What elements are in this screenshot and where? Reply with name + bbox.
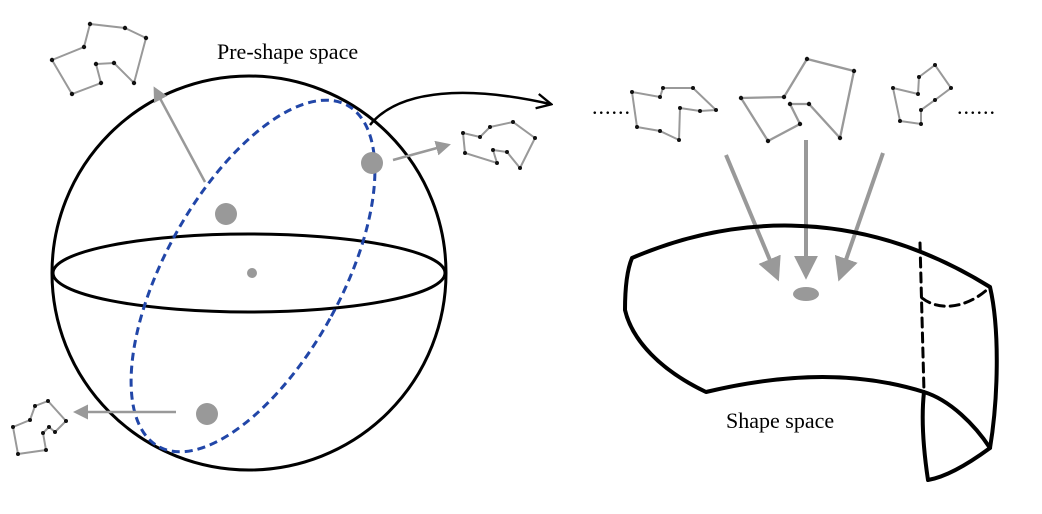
config-shape-row-2: [738, 56, 857, 144]
sphere-equator: [51, 232, 447, 314]
orbit-point: [196, 403, 218, 425]
config-shape-row-3: [891, 63, 953, 126]
arrow-right: [392, 140, 451, 162]
shape-space-outline: [623, 223, 999, 482]
arrow-to-shape-3: [834, 152, 885, 282]
arrow-to-shape-1: [724, 154, 781, 282]
config-shape-row-1: [630, 86, 719, 142]
shape-space-hidden-curve: [920, 285, 992, 308]
config-shape-top-left: [49, 21, 149, 97]
projection-arrow: [369, 91, 550, 126]
orbit-point: [215, 203, 237, 225]
config-shape-right-of-sphere: [461, 120, 537, 170]
sphere-center-point: [247, 268, 257, 278]
pre-shape-sphere: [50, 74, 448, 472]
config-shape-bottom-left: [11, 399, 68, 456]
orbit-curve: [129, 98, 377, 454]
shape-space-label: Shape space: [726, 408, 834, 433]
orbit-point: [361, 152, 383, 174]
ellipsis-right: ......: [957, 94, 996, 119]
ellipsis-left: ......: [592, 94, 631, 119]
shape-space-fold: [922, 390, 992, 450]
pre-shape-space-label: Pre-shape space: [217, 39, 358, 64]
shape-space-surface: [623, 223, 999, 482]
shape-space-hidden-edge: [918, 241, 926, 394]
arrow-up-left: [153, 86, 207, 183]
shape-point: [793, 287, 819, 301]
